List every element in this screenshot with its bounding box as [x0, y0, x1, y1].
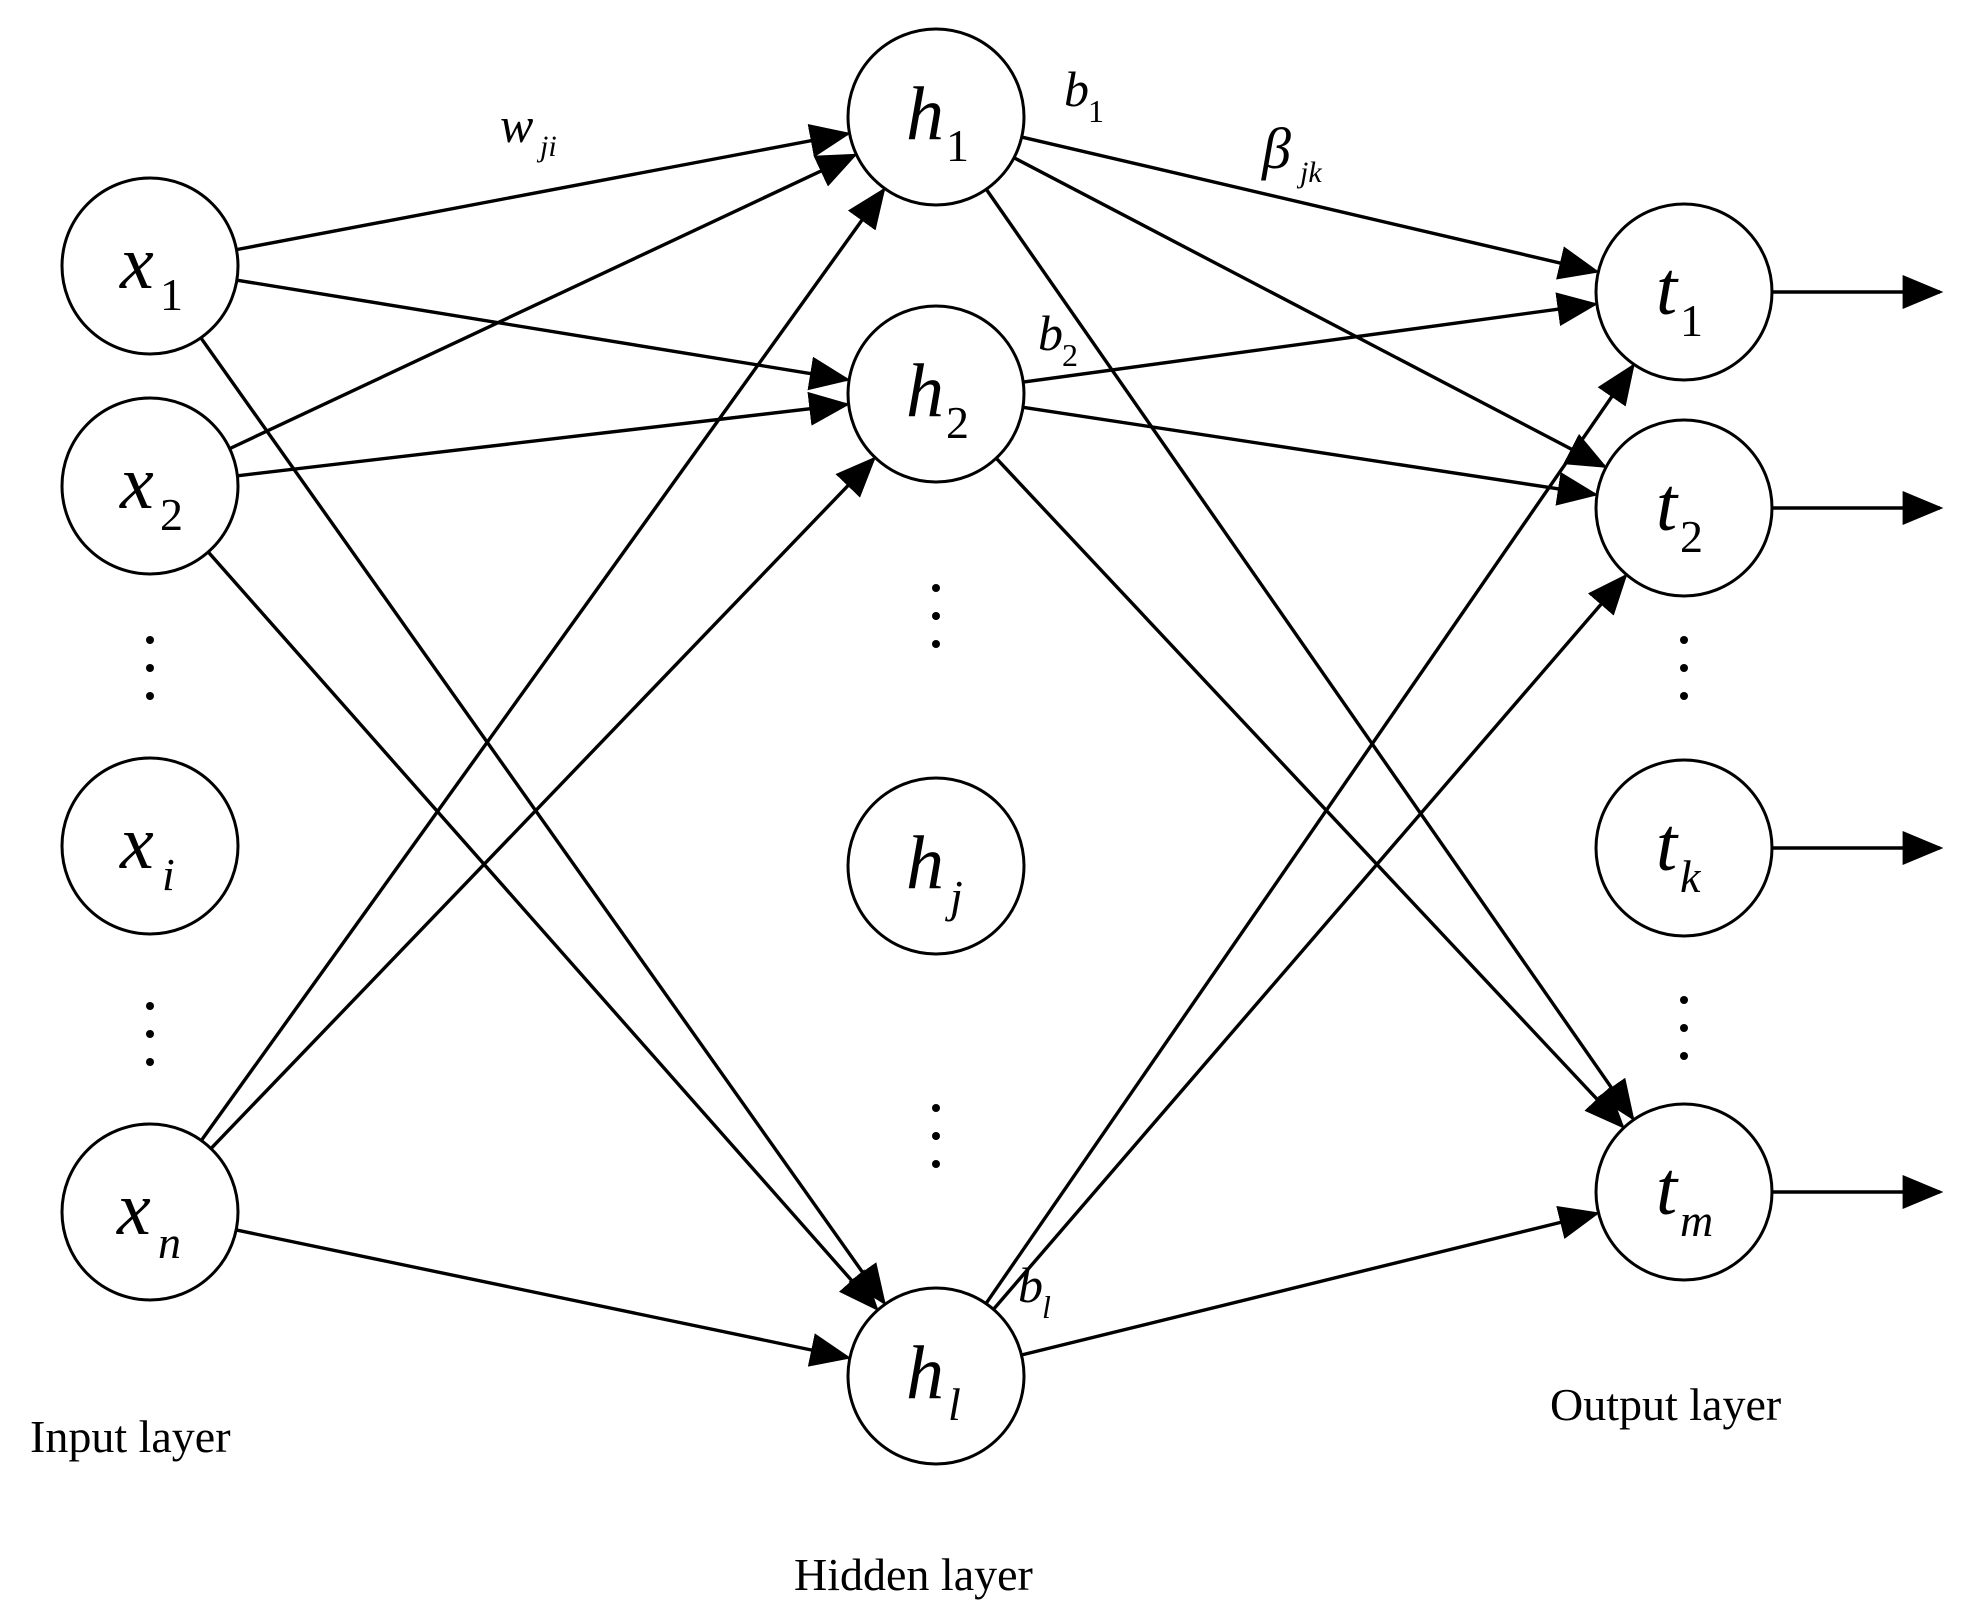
output-arrows	[1772, 275, 1944, 1209]
node-symbol: h	[906, 1331, 944, 1415]
edge-input-hidden	[236, 124, 851, 252]
node-subscript: 2	[946, 397, 969, 448]
ellipsis-dots	[146, 584, 1688, 1168]
ellipsis-dot	[146, 1058, 154, 1066]
weight-label-beta: β jk	[1261, 116, 1322, 189]
node-symbol: h	[906, 72, 944, 156]
output-layer: t 1 t 2 t k t m	[1594, 202, 1774, 1282]
edge-hidden-output	[1022, 292, 1599, 384]
ellipsis-dot	[1680, 664, 1688, 672]
node-subscript: 1	[1680, 295, 1703, 346]
node-subscript: m	[1680, 1195, 1713, 1246]
input-node-x2: x 2	[60, 396, 240, 576]
ellipsis-dot	[146, 1030, 154, 1038]
node-symbol: x	[119, 221, 154, 305]
node-symbol: t	[1656, 247, 1679, 331]
bias-subscript: l	[1042, 1289, 1051, 1325]
node-symbol: t	[1656, 803, 1679, 887]
connection-edges	[199, 124, 1635, 1367]
node-symbol: h	[906, 821, 944, 905]
edge-hidden-output	[984, 188, 1635, 1121]
input-node-x1: x 1	[60, 176, 240, 356]
node-subscript: 2	[1680, 511, 1703, 562]
node-subscript: 1	[946, 120, 969, 171]
weight-symbol: w	[500, 97, 533, 153]
input-layer-label: Input layer	[30, 1411, 231, 1462]
node-subscript: l	[948, 1379, 961, 1430]
bias-symbol: b	[1064, 61, 1089, 117]
edge-input-hidden	[209, 456, 876, 1150]
ellipsis-dot	[932, 612, 940, 620]
output-node-t2: t 2	[1594, 418, 1774, 598]
ellipsis-dot	[932, 640, 940, 648]
bias-subscript: 2	[1062, 337, 1078, 373]
input-node-xn: x n	[60, 1122, 240, 1302]
weight-label-w: w ji	[500, 97, 557, 163]
node-subscript: j	[945, 871, 963, 922]
hidden-node-h1: h 1	[846, 27, 1026, 207]
input-node-xi: x i	[60, 756, 240, 936]
weight-symbol: β	[1261, 116, 1291, 181]
edge-hidden-output	[992, 573, 1628, 1311]
node-symbol: t	[1656, 1147, 1679, 1231]
edge-hidden-output	[1021, 135, 1600, 280]
weight-subscript: jk	[1296, 156, 1322, 189]
ellipsis-dot	[932, 584, 940, 592]
ellipsis-dot	[932, 1132, 940, 1140]
ellipsis-dot	[146, 664, 154, 672]
node-subscript: 2	[160, 489, 183, 540]
edge-hidden-output	[1022, 405, 1599, 506]
node-symbol: x	[119, 441, 154, 525]
edge-input-hidden	[228, 153, 858, 451]
ellipsis-dot	[1680, 996, 1688, 1004]
hidden-node-h2: h 2	[846, 304, 1026, 484]
input-layer: x 1 x 2 x i x n	[60, 176, 240, 1302]
ellipsis-dot	[146, 692, 154, 700]
bias-label-b1: b 1	[1064, 61, 1104, 129]
edge-input-hidden	[236, 278, 851, 391]
bias-label-bl: b l	[1018, 1257, 1051, 1325]
edge-input-hidden	[206, 550, 879, 1312]
node-subscript: i	[162, 849, 175, 900]
edge-hidden-output	[984, 363, 1635, 1305]
bias-subscript: 1	[1088, 93, 1104, 129]
node-subscript: n	[158, 1217, 181, 1268]
edge-hidden-output	[1021, 1205, 1600, 1357]
ellipsis-dot	[146, 1002, 154, 1010]
ellipsis-dot	[146, 636, 154, 644]
ellipsis-dot	[1680, 1052, 1688, 1060]
output-node-t1: t 1	[1594, 202, 1774, 382]
node-subscript: 1	[160, 269, 183, 320]
bias-label-b2: b 2	[1038, 305, 1078, 373]
ellipsis-dot	[932, 1104, 940, 1112]
edge-hidden-output	[1013, 156, 1608, 468]
hidden-node-hl: h l	[846, 1286, 1026, 1466]
hidden-layer: h 1 h 2 h j h l	[846, 27, 1026, 1466]
bias-symbol: b	[1038, 305, 1063, 361]
edge-input-hidden	[199, 336, 886, 1306]
ellipsis-dot	[932, 1160, 940, 1168]
node-symbol: t	[1656, 463, 1679, 547]
edge-input-hidden	[199, 187, 886, 1142]
hidden-layer-label: Hidden layer	[794, 1549, 1033, 1600]
ellipsis-dot	[1680, 692, 1688, 700]
output-layer-label: Output layer	[1550, 1379, 1781, 1430]
edge-hidden-output	[994, 457, 1625, 1129]
bias-symbol: b	[1018, 1257, 1043, 1313]
edge-input-hidden	[235, 1228, 852, 1367]
edge-input-hidden	[237, 391, 850, 478]
output-node-tk: t k	[1594, 758, 1774, 938]
node-symbol: x	[119, 801, 154, 885]
output-node-tm: t m	[1594, 1102, 1774, 1282]
node-symbol: h	[906, 349, 944, 433]
hidden-node-hj: h j	[846, 776, 1026, 956]
ellipsis-dot	[1680, 636, 1688, 644]
weight-subscript: ji	[536, 130, 557, 163]
node-symbol: x	[116, 1167, 151, 1251]
node-subscript: k	[1680, 851, 1702, 902]
ellipsis-dot	[1680, 1024, 1688, 1032]
